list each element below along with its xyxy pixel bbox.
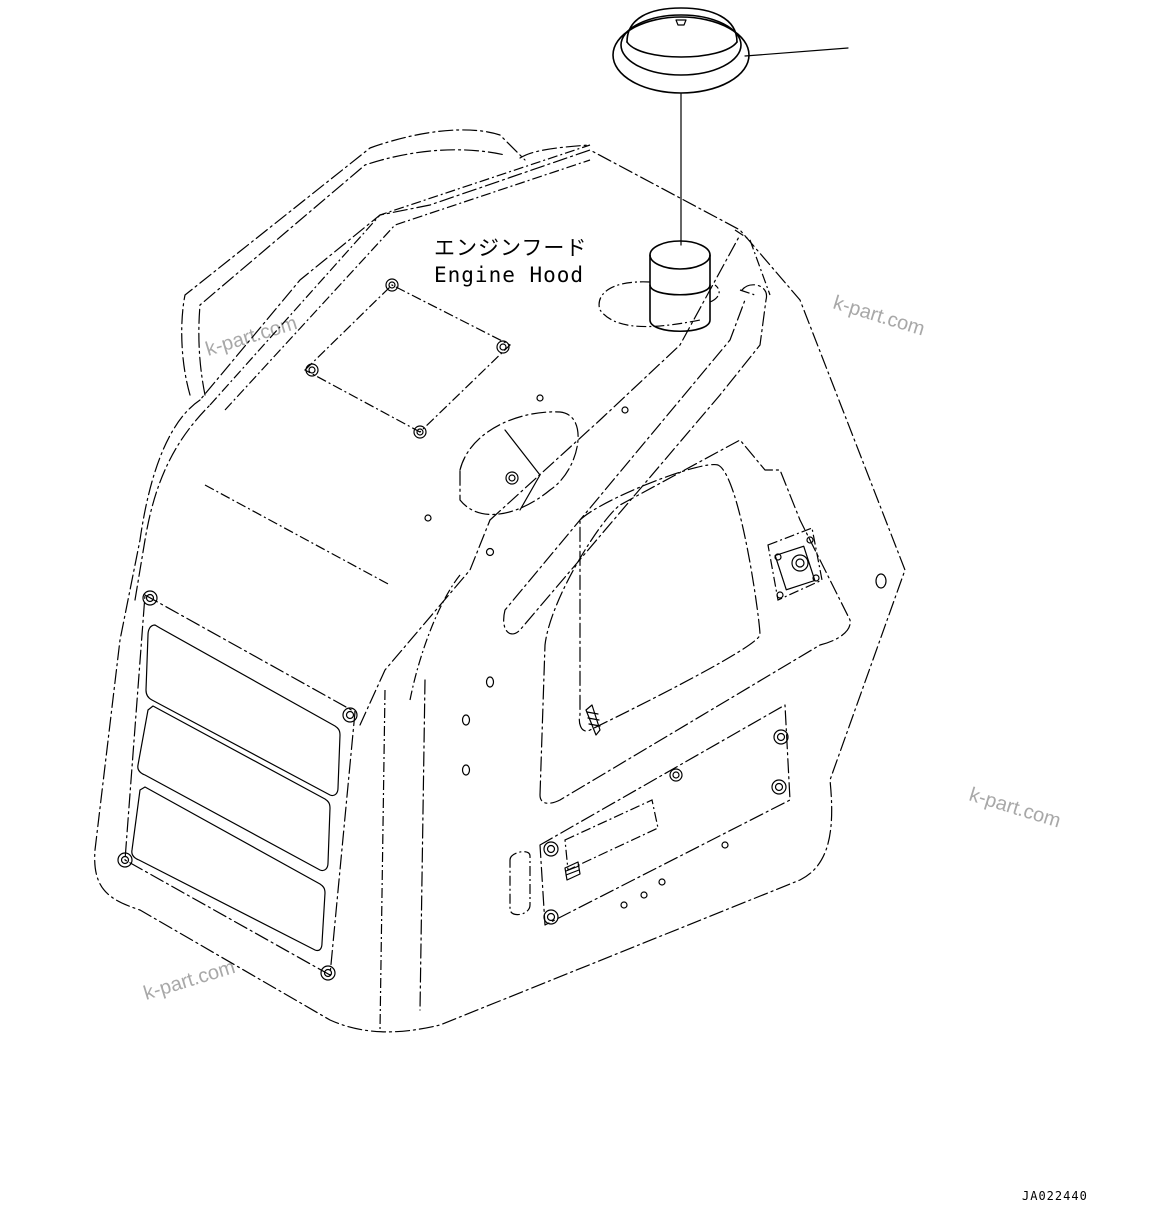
watermark-2: k-part.com <box>831 292 928 341</box>
side-handle <box>503 284 768 635</box>
side-latch <box>767 527 887 601</box>
lower-side-panel <box>509 704 791 926</box>
watermark-3: k-part.com <box>967 784 1064 833</box>
filler-cap-part <box>612 7 849 246</box>
watermark-4: k-part.com <box>141 956 238 1005</box>
side-holes <box>461 676 495 776</box>
top-access-panel <box>303 278 512 439</box>
filler-neck <box>598 240 720 333</box>
watermark-1: k-part.com <box>203 312 300 361</box>
side-window <box>539 439 851 804</box>
drawing-code: JA022440 <box>1022 1189 1088 1203</box>
front-grille-panel <box>117 590 358 981</box>
part-label-en: Engine Hood <box>434 263 584 287</box>
callout-leader-line <box>744 47 849 57</box>
top-round-opening <box>424 394 629 557</box>
part-label-jp: エンジンフード <box>434 236 587 260</box>
